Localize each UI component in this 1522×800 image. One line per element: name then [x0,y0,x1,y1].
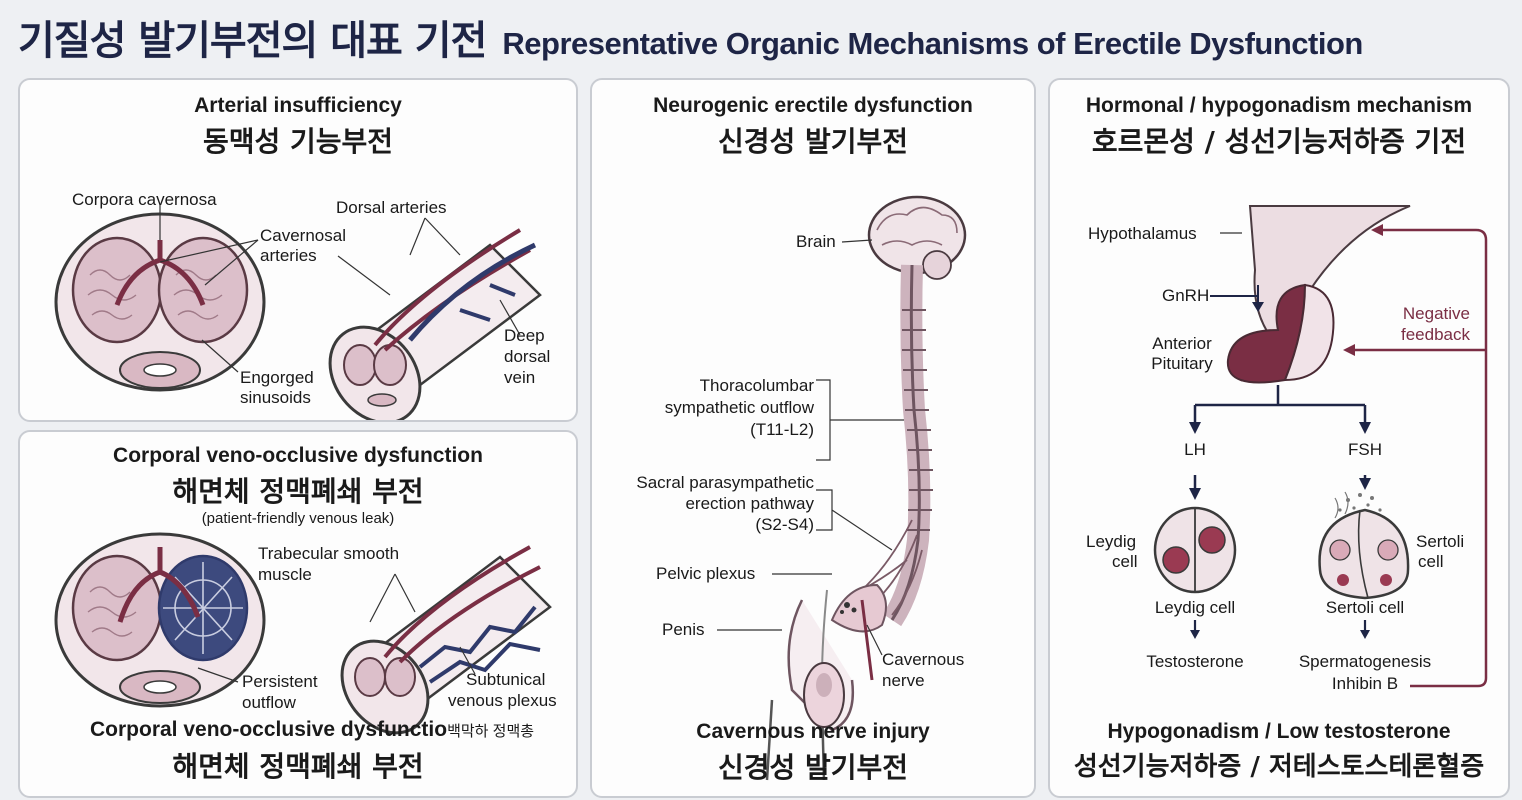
label-trabecular-1: Trabecular smooth [258,544,399,564]
label-cavernous-2: nerve [882,671,925,691]
label-penis: Penis [662,620,705,640]
label-pelvic-plexus: Pelvic plexus [656,564,755,584]
label-sertoli-side-2: cell [1418,552,1444,572]
label-thoraco-2: sympathetic outflow [665,398,814,418]
label-spermatogenesis: Spermatogenesis [1285,652,1445,672]
label-fsh: FSH [1345,440,1385,460]
label-cavernous-1: Cavernous [882,650,964,670]
label-thoraco-1: Thoracolumbar [700,376,814,396]
label-persistent-1: Persistent [242,672,318,692]
label-leydig-side-2: cell [1112,552,1138,572]
label-trabecular-2: muscle [258,565,312,585]
label-engorged-2: sinusoids [240,388,311,408]
panel-arterial-insufficiency: Arterial insufficiency 동맥성 기능부전 Co [18,78,578,422]
label-subtunical-2: venous plexus [448,691,557,711]
label-corpora-cavernosa: Corpora cavernosa [72,190,217,210]
label-subtunical-ko: 백막하 정맥총 [447,723,534,740]
label-engorged-1: Engorged [240,368,314,388]
label-negative-1: Negative [1403,304,1470,324]
label-deep-dorsal-2: dorsal [504,347,550,367]
label-sacral-2: erection pathway [685,494,814,514]
panel-footer-ko: 신경성 발기부전 [592,746,1034,786]
label-anterior-1: Anterior [1142,334,1222,354]
label-gnrh: GnRH [1162,286,1209,306]
label-cavernosal-arteries-1: Cavernosal [260,226,346,246]
label-sacral-3: (S2-S4) [755,515,814,535]
label-leydig-cell: Leydig cell [1130,598,1260,618]
label-thoraco-3: (T11-L2) [750,420,814,440]
panel-footer-ko: 해면체 정맥폐쇄 부전 [20,745,576,785]
footer-en-text: Corporal veno-occlusive dysfunctio [90,718,447,741]
label-dorsal-arteries: Dorsal arteries [336,198,447,218]
label-deep-dorsal-3: vein [504,368,535,388]
label-anterior-2: Pituitary [1142,354,1222,374]
title-english: Representative Organic Mechanisms of Ere… [502,26,1362,62]
label-inhibin: Inhibin B [1305,674,1425,694]
label-negative-2: feedback [1401,325,1470,345]
label-subtunical-1: Subtunical [466,670,545,690]
label-testosterone: Testosterone [1125,652,1265,672]
label-sertoli-side-1: Sertoli [1416,532,1464,552]
title-korean: 기질성 발기부전의 대표 기전 [18,8,486,66]
label-deep-dorsal-1: Deep [504,326,545,346]
label-lh: LH [1175,440,1215,460]
panel-footer-en: Cavernous nerve injury [592,720,1034,744]
panel-veno-occlusive: Corporal veno-occlusive dysfunction 해면체 … [18,430,578,798]
page-title: 기질성 발기부전의 대표 기전 Representative Organic M… [18,8,1363,70]
panel-footer-en: Hypogonadism / Low testosterone [1050,720,1508,744]
hormonal-illustration [1050,80,1508,796]
label-sacral-1: Sacral parasympathetic [636,473,814,493]
label-hypothalamus: Hypothalamus [1088,224,1197,244]
label-brain: Brain [796,232,836,252]
label-persistent-2: outflow [242,693,296,713]
label-sertoli-cell: Sertoli cell [1300,598,1430,618]
panel-footer-ko: 성선기능저하증 / 저테스토스테론혈증 [1050,746,1508,783]
label-leydig-side-1: Leydig [1086,532,1136,552]
panel-neurogenic: Neurogenic erectile dysfunction 신경성 발기부전 [590,78,1036,798]
panel-hormonal: Hormonal / hypogonadism mechanism 호르몬성 /… [1048,78,1510,798]
label-cavernosal-arteries-2: arteries [260,246,317,266]
panel-footer-en: Corporal veno-occlusive dysfunctio백막하 정맥… [90,718,576,742]
